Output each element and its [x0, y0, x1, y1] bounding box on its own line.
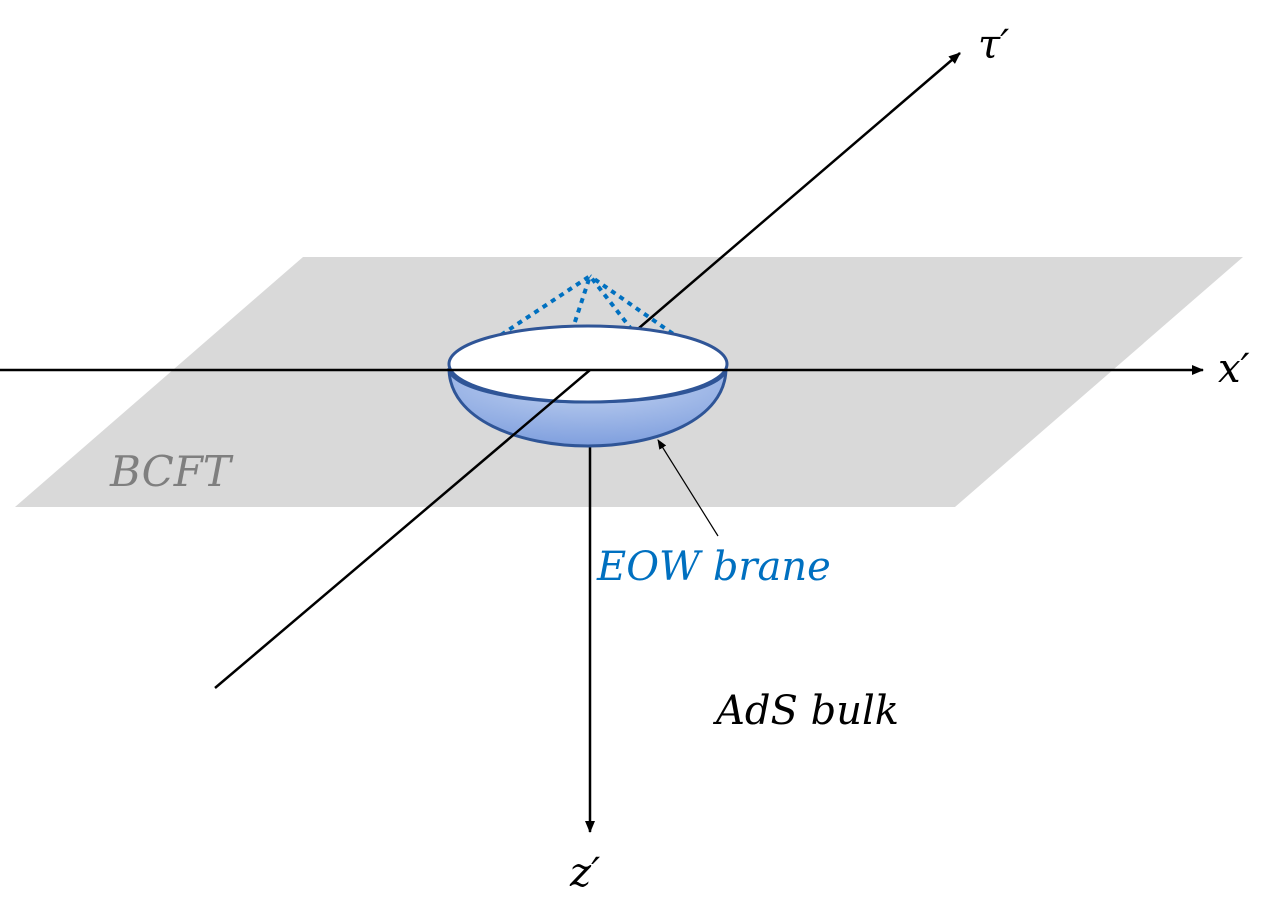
eow-brane-label: EOW brane: [596, 544, 831, 590]
eow-brane-rim: [447, 324, 729, 404]
ads-bulk-label: AdS bulk: [712, 688, 899, 734]
tau-axis-back: [589, 52, 961, 371]
z-axis-label: z′: [569, 850, 600, 896]
tau-axis-front: [214, 369, 591, 689]
tau-axis-label: τ′: [978, 22, 1009, 68]
bcft-label: BCFT: [109, 447, 234, 496]
brane-pointer-arrow: [657, 439, 719, 537]
x-axis-label: x′: [1218, 346, 1250, 392]
